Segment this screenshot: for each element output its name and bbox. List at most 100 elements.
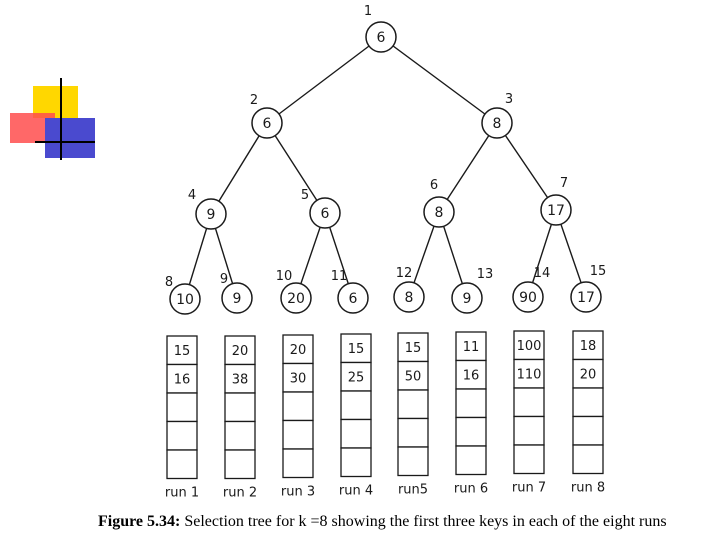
run-key: 15 xyxy=(348,342,365,357)
tree-node: 611 xyxy=(331,269,369,314)
tree-edge xyxy=(266,36,382,124)
node-key: 9 xyxy=(207,207,216,223)
run-key: 16 xyxy=(174,373,191,388)
run-key: 20 xyxy=(232,344,249,359)
run-cell xyxy=(455,388,487,419)
node-index-label: 11 xyxy=(331,269,348,284)
tree-node: 177 xyxy=(540,176,572,226)
run-cell xyxy=(572,330,604,361)
node-index-label: 5 xyxy=(301,188,309,203)
deco-blue-square xyxy=(45,118,95,158)
run-column: 15 50 run5 xyxy=(397,332,429,498)
run-cell xyxy=(224,363,256,394)
tree-node: 99 xyxy=(220,272,253,314)
run-key: 20 xyxy=(290,343,307,358)
node-key: 17 xyxy=(577,290,595,306)
run-key: 15 xyxy=(174,344,191,359)
node-circle xyxy=(195,198,227,230)
run-label: run 1 xyxy=(165,486,199,501)
node-circle xyxy=(309,197,341,229)
run-label: run5 xyxy=(398,483,428,498)
node-circle xyxy=(280,282,312,314)
tree-node: 94 xyxy=(188,188,227,230)
tree-nodes: 6162839465861771089920106118129139014171… xyxy=(165,4,607,315)
tree-node: 62 xyxy=(250,93,283,139)
run-cell xyxy=(224,449,256,480)
run-cell xyxy=(282,334,314,365)
node-key: 9 xyxy=(233,291,242,307)
run-cell xyxy=(397,389,429,420)
run-cell xyxy=(282,419,314,450)
node-index-label: 12 xyxy=(396,266,413,281)
run-cell xyxy=(340,333,372,364)
run-key: 11 xyxy=(463,340,480,355)
run-cell xyxy=(397,446,429,477)
node-index-label: 3 xyxy=(505,92,513,107)
run-cell xyxy=(282,448,314,479)
node-key: 6 xyxy=(377,30,386,46)
node-circle xyxy=(337,282,369,314)
node-index-label: 8 xyxy=(165,275,173,290)
figure-caption: Figure 5.34: Selection tree for k =8 sho… xyxy=(98,513,698,531)
run-cell xyxy=(340,390,372,421)
run-cell xyxy=(397,332,429,363)
run-cell xyxy=(224,420,256,451)
run-key: 100 xyxy=(517,339,542,354)
run-cell xyxy=(572,358,604,389)
node-index-label: 14 xyxy=(534,266,551,281)
node-index-label: 15 xyxy=(590,264,607,279)
node-circle xyxy=(570,281,602,313)
node-index-label: 9 xyxy=(220,272,228,287)
node-index-label: 1 xyxy=(364,4,372,19)
node-circle xyxy=(512,281,544,313)
node-key: 9 xyxy=(463,291,472,307)
run-key: 25 xyxy=(348,371,365,386)
run-cell xyxy=(282,362,314,393)
tree-node: 90 14 xyxy=(512,266,551,313)
node-index-label: 7 xyxy=(560,176,568,191)
node-key: 90 xyxy=(519,290,537,306)
run-label: run 2 xyxy=(223,486,257,501)
run-key: 110 xyxy=(517,368,542,383)
node-index-label: 2 xyxy=(250,93,258,108)
node-circle xyxy=(393,281,425,313)
node-key: 6 xyxy=(263,116,272,132)
node-circle xyxy=(221,282,253,314)
run-label: run 7 xyxy=(512,481,546,496)
tree-node: 108 xyxy=(165,275,201,315)
tree-edges xyxy=(184,36,587,300)
tree-node: 65 xyxy=(301,188,341,229)
node-key: 6 xyxy=(321,206,330,222)
run-key: 38 xyxy=(232,373,249,388)
tree-edge xyxy=(266,122,326,214)
node-key: 20 xyxy=(287,291,305,307)
run-cell xyxy=(572,444,604,475)
deco-yellow-square xyxy=(33,86,78,118)
run-cell xyxy=(513,444,545,475)
run-column: 15 16 run 1 xyxy=(165,335,199,501)
corner-decoration xyxy=(10,78,95,160)
tree-node: 8 12 xyxy=(393,266,425,313)
node-circle xyxy=(365,21,397,53)
run-key: 15 xyxy=(405,341,422,356)
node-circle xyxy=(423,196,455,228)
node-circle xyxy=(481,107,513,139)
run-key: 50 xyxy=(405,370,422,385)
run-cell xyxy=(340,447,372,478)
run-cell xyxy=(572,415,604,446)
node-key: 8 xyxy=(405,290,414,306)
caption-label: Figure 5.34: xyxy=(98,513,181,530)
run-cell xyxy=(572,387,604,418)
tree-node: 86 xyxy=(423,178,455,228)
run-cell xyxy=(513,358,545,389)
node-index-label: 4 xyxy=(188,188,196,203)
run-cell xyxy=(513,330,545,361)
